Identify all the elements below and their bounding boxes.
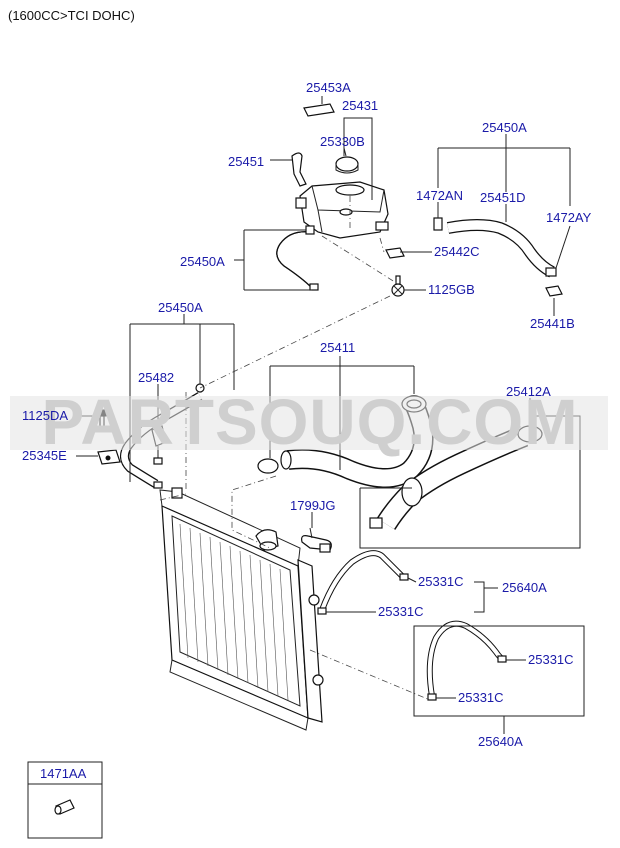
reservoir-tank (295, 181, 389, 239)
clamp-1472AY (545, 267, 557, 277)
label-25345E[interactable]: 25345E (22, 448, 67, 463)
label-25450A-mid[interactable]: 25450A (158, 300, 203, 315)
watermark-band (10, 396, 608, 450)
label-25451D[interactable]: 25451D (480, 190, 526, 205)
label-1472AY[interactable]: 1472AY (546, 210, 592, 225)
label-25451[interactable]: 25451 (228, 154, 264, 169)
cap-gasket (303, 103, 335, 117)
hose-clamp-left (257, 458, 279, 474)
small-hose-lower (426, 620, 507, 701)
engine-spec-header: (1600CC>TCI DOHC) (8, 8, 135, 23)
label-25330B[interactable]: 25330B (320, 134, 365, 149)
label-1125DA[interactable]: 1125DA (22, 408, 68, 423)
watermark-text: PARTSOUQ.COM (41, 386, 578, 458)
label-1472AN[interactable]: 1472AN (416, 188, 463, 203)
label-25331C-c[interactable]: 25331C (528, 652, 574, 667)
bracket-25345E (97, 449, 121, 465)
label-25412A[interactable]: 25412A (506, 384, 551, 399)
bracket-25442C (385, 247, 405, 259)
label-25640A-b[interactable]: 25640A (478, 734, 523, 749)
hose-clamp (305, 225, 315, 235)
label-25640A-a[interactable]: 25640A (502, 580, 547, 595)
legend-code: 1471AA (40, 766, 87, 781)
label-25450A-left[interactable]: 25450A (180, 254, 225, 269)
clip-1799JG (301, 527, 332, 553)
label-25453A[interactable]: 25453A (306, 80, 351, 95)
label-25442C[interactable]: 25442C (434, 244, 480, 259)
overflow-hose-small (291, 152, 307, 187)
small-hose-upper (317, 550, 409, 615)
legend-box-1471AA[interactable]: 1471AA (27, 761, 103, 839)
clamp-1472AN (433, 217, 443, 231)
label-1799JG[interactable]: 1799JG (290, 498, 336, 513)
label-25482[interactable]: 25482 (138, 370, 174, 385)
bolt-1125GB (391, 275, 405, 297)
label-25450A-top[interactable]: 25450A (482, 120, 527, 135)
radiator-core (159, 487, 324, 731)
label-25441B[interactable]: 25441B (530, 316, 575, 331)
label-1125GB[interactable]: 1125GB (428, 282, 475, 297)
fitting-25441B (545, 285, 563, 297)
label-25411[interactable]: 25411 (320, 340, 355, 355)
label-25331C-a[interactable]: 25331C (418, 574, 464, 589)
reservoir-cap (335, 156, 359, 174)
label-25331C-b[interactable]: 25331C (378, 604, 424, 619)
label-25331C-d[interactable]: 25331C (458, 690, 504, 705)
label-25431[interactable]: 25431 (342, 98, 378, 113)
drain-plug-icon (54, 799, 75, 815)
bypass-hose (446, 219, 555, 278)
